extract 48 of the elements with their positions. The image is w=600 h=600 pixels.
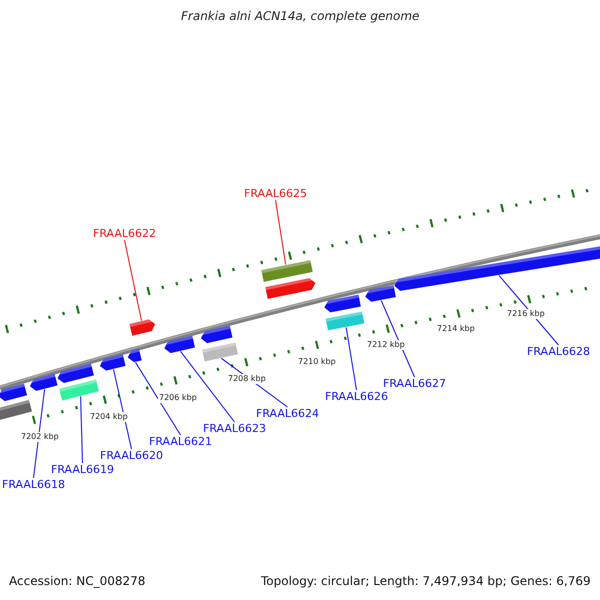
leader-line — [275, 200, 286, 266]
gene-feature — [265, 278, 316, 299]
leader-line — [380, 300, 415, 378]
gene-feature — [164, 336, 195, 354]
gene-feature — [364, 285, 396, 302]
gene-feature — [200, 326, 232, 344]
genome-stats-text: Topology: circular; Length: 7,497,934 bp; Genes: 6,769 — [261, 574, 591, 588]
gene-feature — [324, 294, 361, 312]
gene-feature — [0, 384, 28, 402]
gene-feature — [29, 374, 58, 391]
scale-label: 7202 kbp — [20, 432, 60, 442]
gene-label: FRAAL6622 — [93, 227, 156, 240]
gene-label: FRAAL6624 — [256, 407, 320, 420]
leader-line — [113, 368, 132, 450]
leader-line — [498, 274, 559, 346]
leader-line — [124, 240, 142, 322]
leader-line — [33, 388, 46, 478]
leader-line — [346, 326, 357, 390]
gene-label: FRAAL6620 — [100, 449, 164, 462]
leader-line — [180, 350, 235, 422]
scale-label: 7214 kbp — [436, 324, 476, 334]
gene-bar — [0, 400, 32, 420]
gene-bar — [326, 312, 364, 330]
gene-feature — [56, 364, 94, 383]
title: Frankia alni ACN14a, complete genome — [181, 9, 420, 24]
accession-text: Accession: NC_008278 — [9, 574, 146, 588]
gene-label: FRAAL6618 — [2, 478, 66, 492]
gene-label: FRAAL6619 — [51, 463, 114, 476]
gene-label: FRAAL6625 — [244, 187, 308, 200]
gene-label: FRAAL6621 — [149, 435, 212, 448]
scale-label: 7210 kbp — [297, 357, 337, 367]
gene-feature — [129, 319, 156, 336]
gene-label: FRAAL6628 — [527, 345, 590, 358]
gene-label: FRAAL6623 — [203, 422, 266, 436]
gene-feature — [394, 246, 600, 291]
gene-bar — [59, 380, 99, 400]
scale-label: 7212 kbp — [366, 340, 406, 350]
leader-line — [135, 362, 181, 436]
leader-line — [80, 396, 83, 464]
gene-feature — [126, 348, 142, 362]
gene-label: FRAAL6627 — [383, 377, 446, 390]
gene-label: FRAAL6626 — [325, 390, 388, 404]
gene-bar — [261, 260, 313, 282]
scale-label: 7206 kbp — [158, 393, 198, 403]
gene-bar — [202, 342, 238, 362]
scale-label: 7216 kbp — [506, 309, 546, 319]
scale-label: 7204 kbp — [89, 412, 129, 422]
scale-label: 7208 kbp — [227, 374, 267, 384]
